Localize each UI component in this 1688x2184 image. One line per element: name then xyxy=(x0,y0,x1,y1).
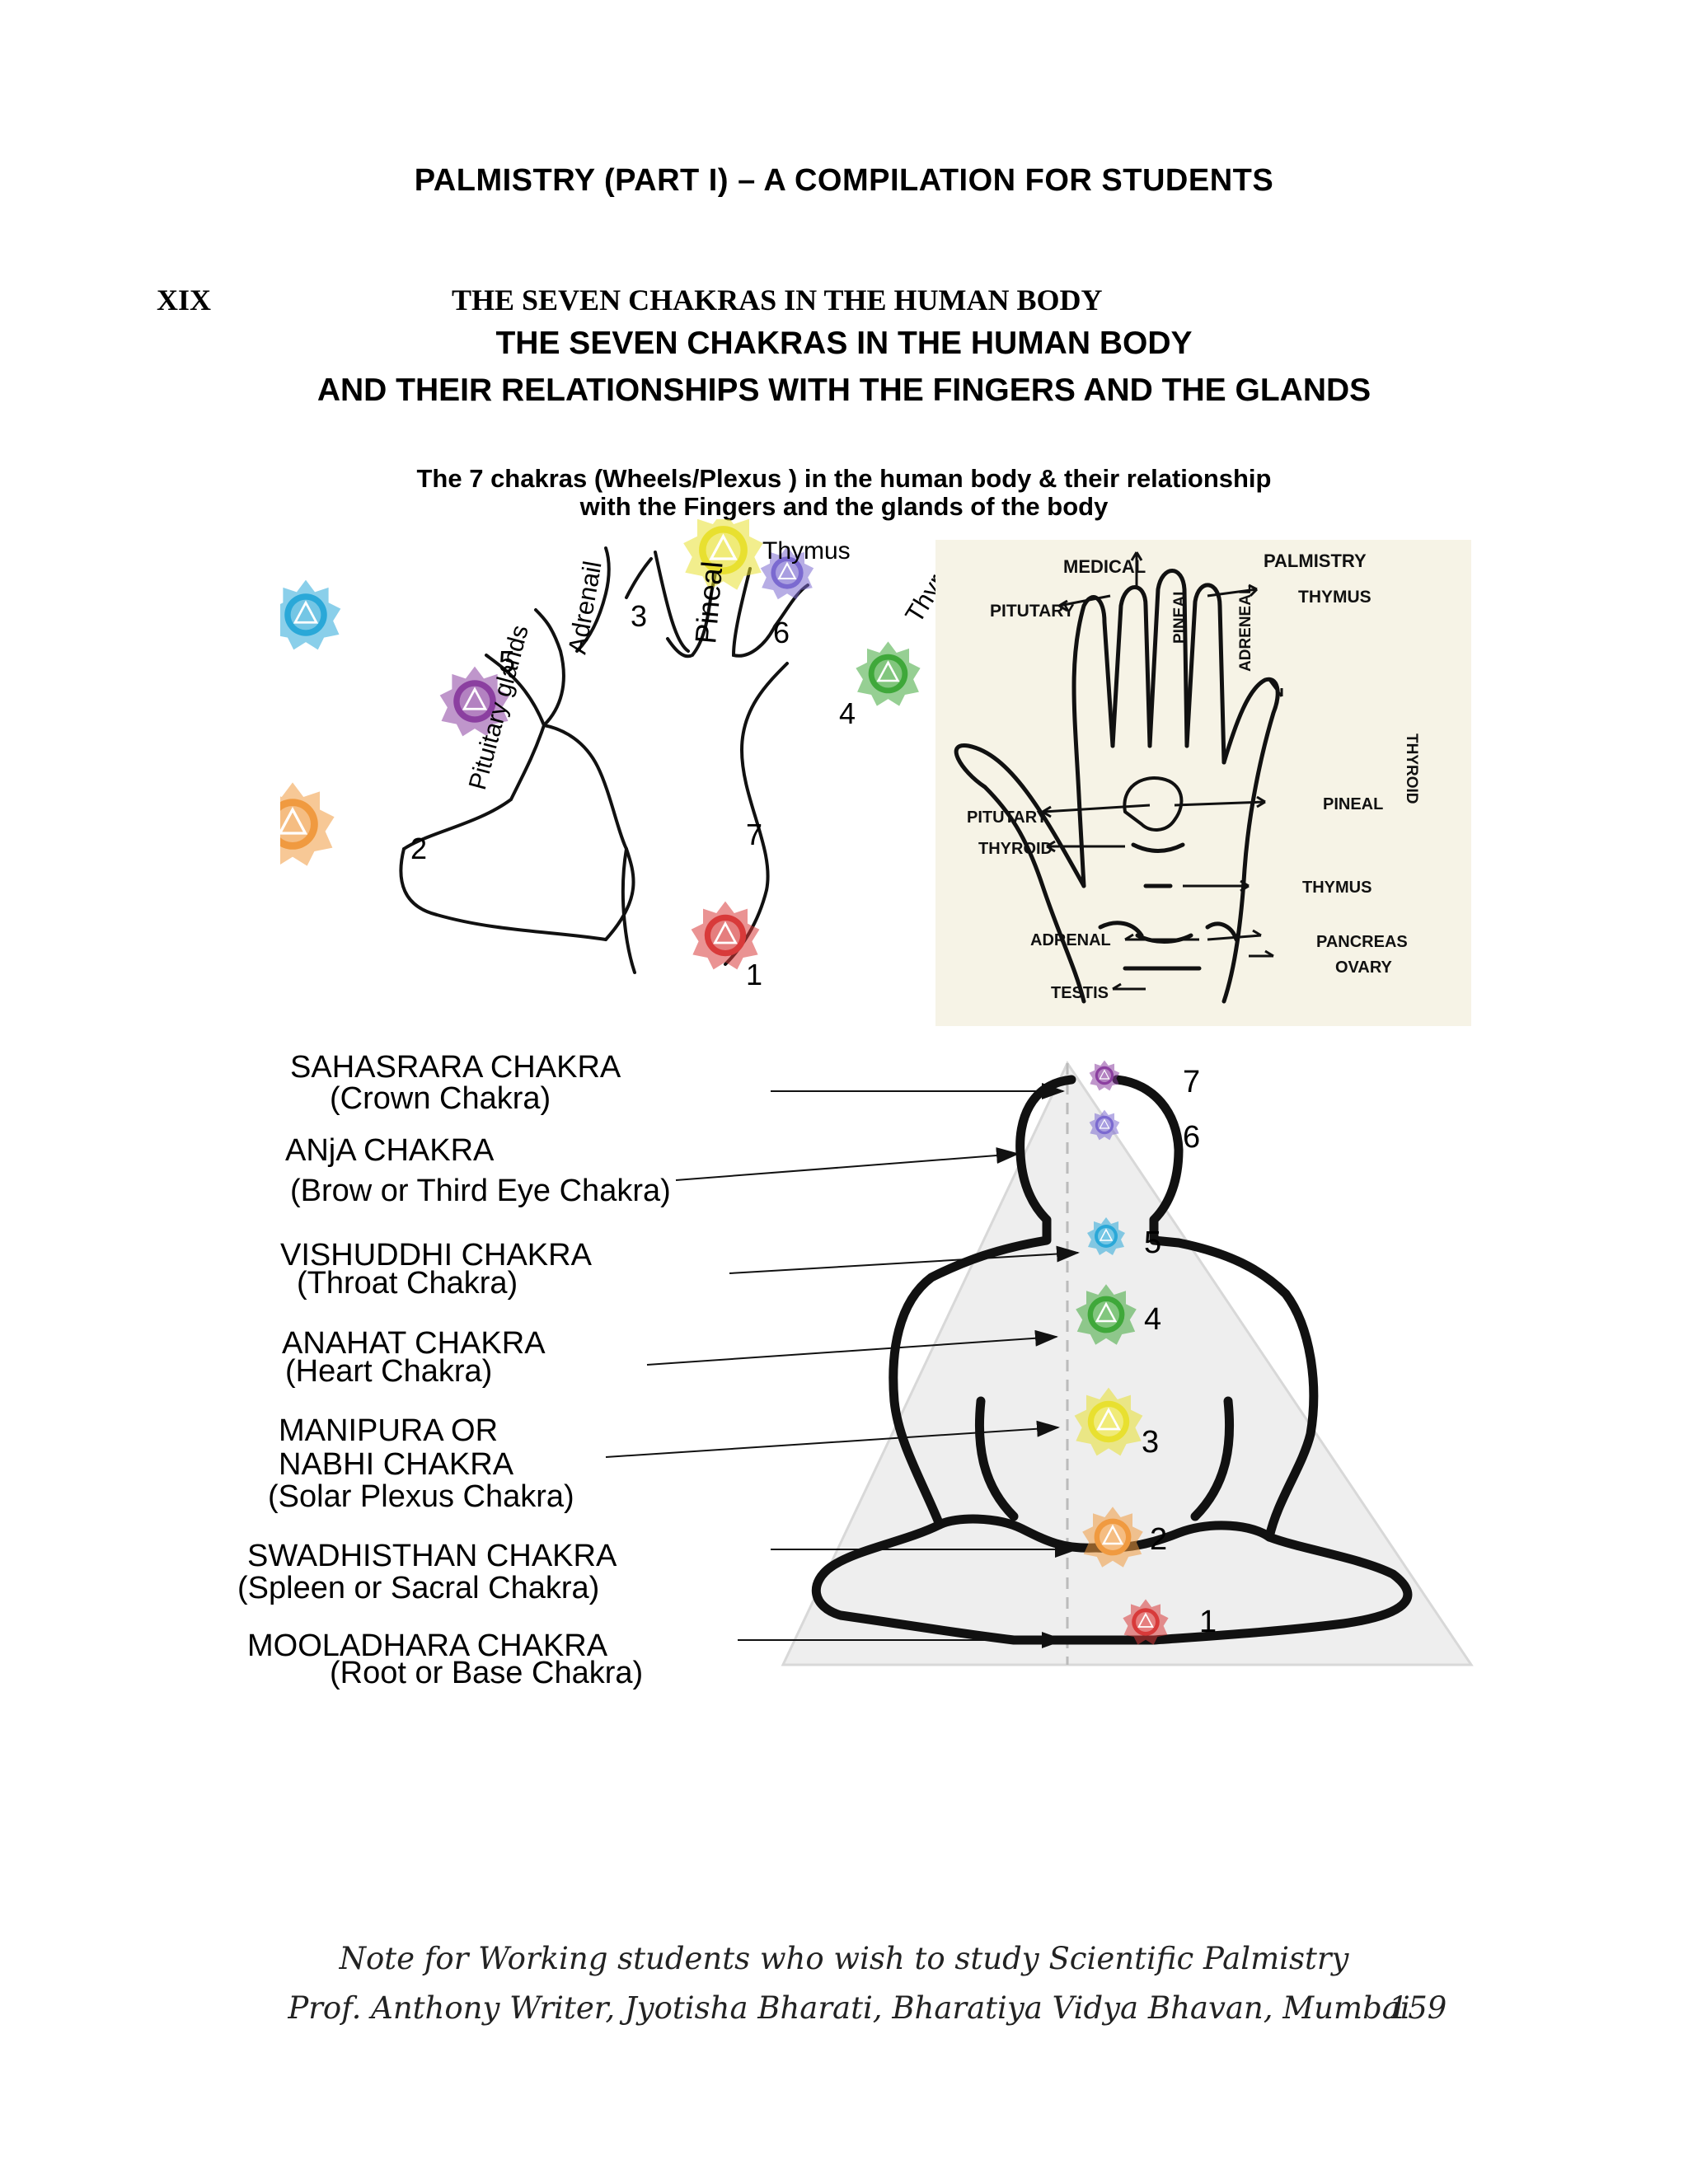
figure-caption-line-1: The 7 chakras (Wheels/Plexus ) in the hu… xyxy=(416,464,1272,493)
hand-number-4: 4 xyxy=(839,696,856,730)
page-header: PALMISTRY (PART I) – A COMPILATION FOR S… xyxy=(414,163,1274,198)
sketch-label-ovary: OVARY xyxy=(1335,958,1393,977)
figure-caption-line-2: with the Fingers and the glands of the b… xyxy=(579,492,1109,521)
chakra-alt-sacral: (Spleen or Sacral Chakra) xyxy=(237,1571,600,1605)
sketch-label-adrenal: ADRENAL xyxy=(1030,931,1111,949)
body-number-2: 2 xyxy=(1150,1522,1167,1557)
chakra-alt-crown: (Crown Chakra) xyxy=(330,1081,551,1116)
page-number: 159 xyxy=(1388,1990,1447,2026)
sketch-finger-adrenal: ADRENEAL xyxy=(1237,584,1254,672)
section-number: XIX xyxy=(157,284,212,316)
sketch-label-testis: TESTIS xyxy=(1051,984,1109,1002)
sketch-label-palmistry: PALMISTRY xyxy=(1264,551,1367,571)
footer-note: Note for Working students who wish to st… xyxy=(339,1941,1349,1976)
heading-line-2: AND THEIR RELATIONSHIPS WITH THE FINGERS… xyxy=(316,373,1372,408)
hand-number-1: 1 xyxy=(746,958,762,991)
chakra-name-nabhi: NABHI CHAKRA xyxy=(279,1447,514,1482)
body-number-3: 3 xyxy=(1142,1425,1159,1460)
hand-number-5: 5 xyxy=(499,644,515,678)
chakra-alt-root: (Root or Base Chakra) xyxy=(330,1656,644,1690)
label-thymus: Thymus xyxy=(762,537,851,565)
chakra-name-manipura: MANIPURA OR xyxy=(279,1413,499,1448)
body-number-5: 5 xyxy=(1144,1226,1161,1260)
heading-line-1: THE SEVEN CHAKRAS IN THE HUMAN BODY xyxy=(495,326,1193,361)
body-number-7: 7 xyxy=(1183,1065,1200,1099)
chakra-alt-heart: (Heart Chakra) xyxy=(285,1354,493,1389)
section-title: THE SEVEN CHAKRAS IN THE HUMAN BODY xyxy=(452,284,1103,316)
body-number-4: 4 xyxy=(1144,1302,1161,1337)
body-number-6: 6 xyxy=(1183,1120,1200,1155)
sketch-label-thymus: THYMUS xyxy=(1302,879,1372,897)
sketch-label-pineal: PINEAL xyxy=(1323,795,1383,813)
sketch-finger-thyroid: THYROID xyxy=(1403,733,1420,804)
chakra-alt-brow: (Brow or Third Eye Chakra) xyxy=(290,1174,671,1208)
chakra-name-mooladhara: MOOLADHARA CHAKRA xyxy=(247,1629,608,1663)
footer-author: Prof. Anthony Writer, Jyotisha Bharati, … xyxy=(288,1990,1410,2026)
sketch-label-thyroid: THYROID xyxy=(978,840,1053,858)
chakra-alt-solar-plexus: (Solar Plexus Chakra) xyxy=(268,1479,574,1514)
sketch-finger-pineal: PINEAL xyxy=(1171,586,1189,644)
hand-number-3: 3 xyxy=(631,599,647,633)
label-pineal: Pineal xyxy=(688,560,729,644)
chakra-name-swadhisthan: SWADHISTHAN CHAKRA xyxy=(247,1539,617,1573)
hand-number-6: 6 xyxy=(773,616,790,649)
chakra-name-vishuddhi: VISHUDDHI CHAKRA xyxy=(280,1238,592,1272)
sketch-label-medical: MEDICAL xyxy=(1063,556,1146,577)
hand-number-7: 7 xyxy=(746,818,762,851)
meditation-figure: 7 6 5 4 3 2 1 xyxy=(781,1059,1474,1666)
sketch-label-pancreas: PANCREAS xyxy=(1316,933,1408,951)
chakra-name-anja: ANjA CHAKRA xyxy=(285,1133,495,1168)
hand-number-2: 2 xyxy=(410,832,427,865)
sketch-label-pituitary: PITUTARY xyxy=(967,808,1048,827)
body-number-1: 1 xyxy=(1199,1605,1217,1639)
sketch-finger-thymus: THYMUS xyxy=(1298,588,1372,607)
chakra-name-anahat: ANAHAT CHAKRA xyxy=(282,1326,546,1361)
chakra-alt-throat: (Throat Chakra) xyxy=(297,1266,518,1301)
chakra-name-sahasrara: SAHASRARA CHAKRA xyxy=(290,1050,621,1085)
gland-sketch-figure: MEDICAL PALMISTRY PITUTARY PINEAL ADRENE… xyxy=(935,540,1471,1026)
sketch-finger-pituitary: PITUTARY xyxy=(990,602,1075,621)
